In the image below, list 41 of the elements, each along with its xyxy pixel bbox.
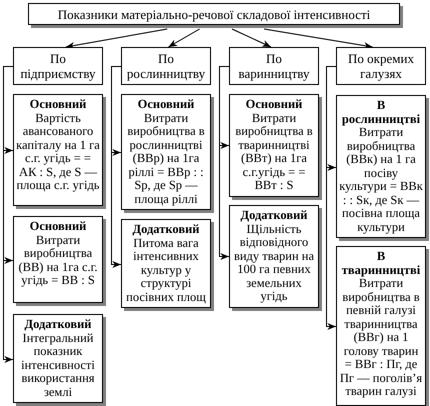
indicator-description: Вартість авансованого капіталу на 1 га с.г. угідь = = АК : S, де S — площа с.г. угідь	[16, 112, 100, 192]
indicator-type: В рослинництві	[340, 99, 422, 126]
indicator-type: Основний	[138, 98, 194, 112]
indicator-description: Витрати виробництва в рослинництві (ВВр) на 1га ріллі = ВВр : : Sр, де Sр — площа ріллі	[126, 112, 206, 206]
connector-arrow	[326, 66, 336, 330]
connector-arrow	[219, 66, 230, 260]
connector-arrow	[168, 28, 200, 48]
connector-arrow	[3, 66, 14, 363]
heading-text: Показники матеріально-речової складової інтенсивності	[58, 6, 370, 22]
category-label: По підприємству	[19, 51, 97, 81]
indicator-card	[13, 216, 103, 303]
connector-arrow	[65, 28, 168, 49]
indicator-description: Щільність відповідного виду тварин на 100 га певних земельних угідь	[232, 222, 316, 304]
connector-arrow	[232, 28, 272, 48]
indicator-type: Основний	[30, 98, 86, 112]
indicator-type: Додатковий	[132, 223, 200, 236]
category-label: По рослинництву	[126, 51, 206, 81]
indicator-type: В тваринництві	[340, 250, 422, 277]
indicator-card	[13, 94, 103, 206]
indicator-card	[336, 95, 426, 238]
indicator-card	[13, 314, 103, 403]
indicator-type: Основний	[30, 220, 86, 234]
heading-box	[28, 3, 400, 25]
connector-arrow	[264, 28, 374, 50]
indicator-card	[121, 94, 211, 210]
indicator-description: Витрати виробництва (ВВк) на 1 га посіву культури = ВВк : : Sк, де Sк — посівна площа культури	[339, 126, 423, 234]
indicator-card	[336, 246, 426, 406]
category-box	[13, 47, 103, 85]
category-label: По окремих галузях	[347, 51, 415, 81]
indicator-description: Витрати виробництва в тваринництві (ВВт) на 1га с.г.угідь = = ВВт : S	[234, 112, 314, 192]
indicator-description: Витрати виробництва в певній галузі тваринництва (ВВг) на 1 голову тварин = ВВг : Пг, де Пг — поголів’я тварин галузі	[339, 277, 423, 398]
indicator-description: Інтегральний показник інтенсивності використання землі	[20, 332, 96, 399]
indicator-description: Витрати виробництва (ВВ) на 1га с.г. угідь = ВВ : S	[17, 234, 99, 288]
indicator-type: Додатковий	[24, 318, 92, 332]
indicator-type: Основний	[246, 98, 302, 112]
category-box	[229, 47, 319, 85]
indicator-card	[121, 219, 211, 308]
indicator-type: Додатковий	[240, 209, 308, 222]
category-box	[336, 47, 426, 85]
indicator-description: Питома вага інтенсивних культур у структурі посівних площ	[125, 236, 207, 304]
category-label: По варинництву	[238, 51, 310, 81]
